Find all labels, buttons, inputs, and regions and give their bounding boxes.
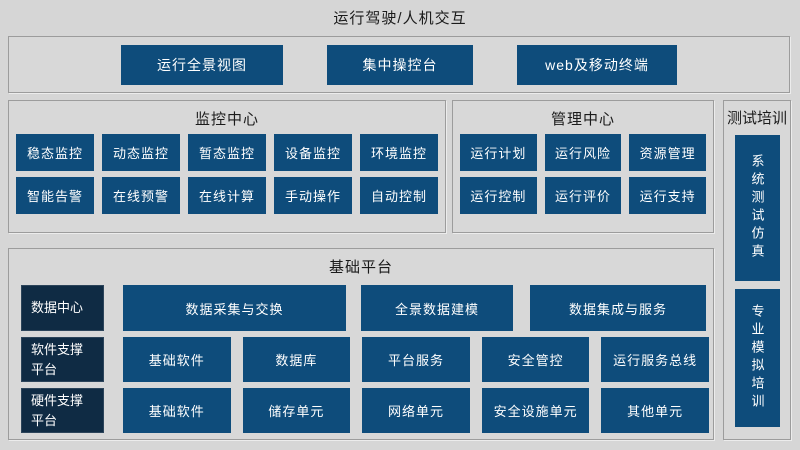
security-facility-unit-button[interactable]: 安全设施单元 [481, 388, 590, 433]
central-console-button[interactable]: 集中操控台 [327, 44, 473, 85]
base-platform-panel: 基础平台 数据中心 数据采集与交换 全景数据建模 数据集成与服务 软件支撑平台 … [8, 248, 714, 440]
auto-control-button[interactable]: 自动控制 [360, 177, 438, 214]
online-warning-button[interactable]: 在线预警 [102, 177, 180, 214]
professional-simulation-training-button[interactable]: 专业模拟培训 [734, 289, 780, 427]
environment-monitor-button[interactable]: 环境监控 [360, 134, 438, 171]
steady-state-monitor-button[interactable]: 稳态监控 [16, 134, 94, 171]
web-mobile-terminal-button[interactable]: web及移动终端 [517, 44, 677, 85]
security-control-button[interactable]: 安全管控 [481, 337, 590, 382]
operation-control-button[interactable]: 运行控制 [460, 177, 537, 214]
software-platform-row: 软件支撑平台 基础软件 数据库 平台服务 安全管控 运行服务总线 [21, 337, 709, 382]
platform-service-button[interactable]: 平台服务 [362, 337, 470, 382]
database-button[interactable]: 数据库 [242, 337, 351, 382]
network-unit-button[interactable]: 网络单元 [362, 388, 470, 433]
software-platform-label: 软件支撑平台 [21, 337, 104, 382]
operation-risk-button[interactable]: 运行风险 [544, 134, 622, 171]
panorama-data-modeling-button[interactable]: 全景数据建模 [361, 285, 513, 331]
interaction-panel: 运行全景视图 集中操控台 web及移动终端 [8, 36, 790, 93]
operation-evaluation-button[interactable]: 运行评价 [544, 177, 622, 214]
monitoring-center-grid: 稳态监控 动态监控 暂态监控 设备监控 环境监控 智能告警 在线预警 在线计算 … [9, 129, 445, 214]
data-integration-service-button[interactable]: 数据集成与服务 [530, 285, 706, 331]
hardware-platform-label: 硬件支撑平台 [21, 388, 104, 433]
system-test-simulation-button[interactable]: 系统测试仿真 [734, 135, 780, 281]
data-collection-exchange-button[interactable]: 数据采集与交换 [123, 285, 346, 331]
smart-alarm-button[interactable]: 智能告警 [16, 177, 94, 214]
device-monitor-button[interactable]: 设备监控 [274, 134, 352, 171]
operation-plan-button[interactable]: 运行计划 [460, 134, 537, 171]
service-bus-button[interactable]: 运行服务总线 [601, 337, 709, 382]
management-center-title: 管理中心 [550, 111, 615, 128]
manual-operation-button[interactable]: 手动操作 [274, 177, 352, 214]
monitoring-center-title: 监控中心 [194, 111, 259, 128]
basic-software-unit-button[interactable]: 基础软件 [123, 388, 231, 433]
data-center-row: 数据中心 数据采集与交换 全景数据建模 数据集成与服务 [21, 285, 709, 331]
data-center-label: 数据中心 [21, 285, 104, 331]
base-platform-title: 基础平台 [328, 259, 393, 276]
resource-management-button[interactable]: 资源管理 [629, 134, 706, 171]
management-center-panel: 管理中心 运行计划 运行风险 资源管理 运行控制 运行评价 运行支持 [452, 100, 714, 233]
transient-monitor-button[interactable]: 暂态监控 [188, 134, 266, 171]
storage-unit-button[interactable]: 储存单元 [242, 388, 351, 433]
page-title: 运行驾驶/人机交互 [333, 10, 467, 27]
operation-support-button[interactable]: 运行支持 [629, 177, 706, 214]
test-training-panel: 测试培训 系统测试仿真 专业模拟培训 [723, 100, 791, 440]
full-panorama-view-button[interactable]: 运行全景视图 [121, 44, 283, 85]
dynamic-monitor-button[interactable]: 动态监控 [102, 134, 180, 171]
basic-software-button[interactable]: 基础软件 [123, 337, 231, 382]
management-center-grid: 运行计划 运行风险 资源管理 运行控制 运行评价 运行支持 [453, 129, 713, 214]
other-unit-button[interactable]: 其他单元 [601, 388, 709, 433]
monitoring-center-panel: 监控中心 稳态监控 动态监控 暂态监控 设备监控 环境监控 智能告警 在线预警 … [8, 100, 446, 233]
test-training-title: 测试培训 [726, 110, 787, 127]
online-calculation-button[interactable]: 在线计算 [188, 177, 266, 214]
hardware-platform-row: 硬件支撑平台 基础软件 储存单元 网络单元 安全设施单元 其他单元 [21, 388, 709, 433]
